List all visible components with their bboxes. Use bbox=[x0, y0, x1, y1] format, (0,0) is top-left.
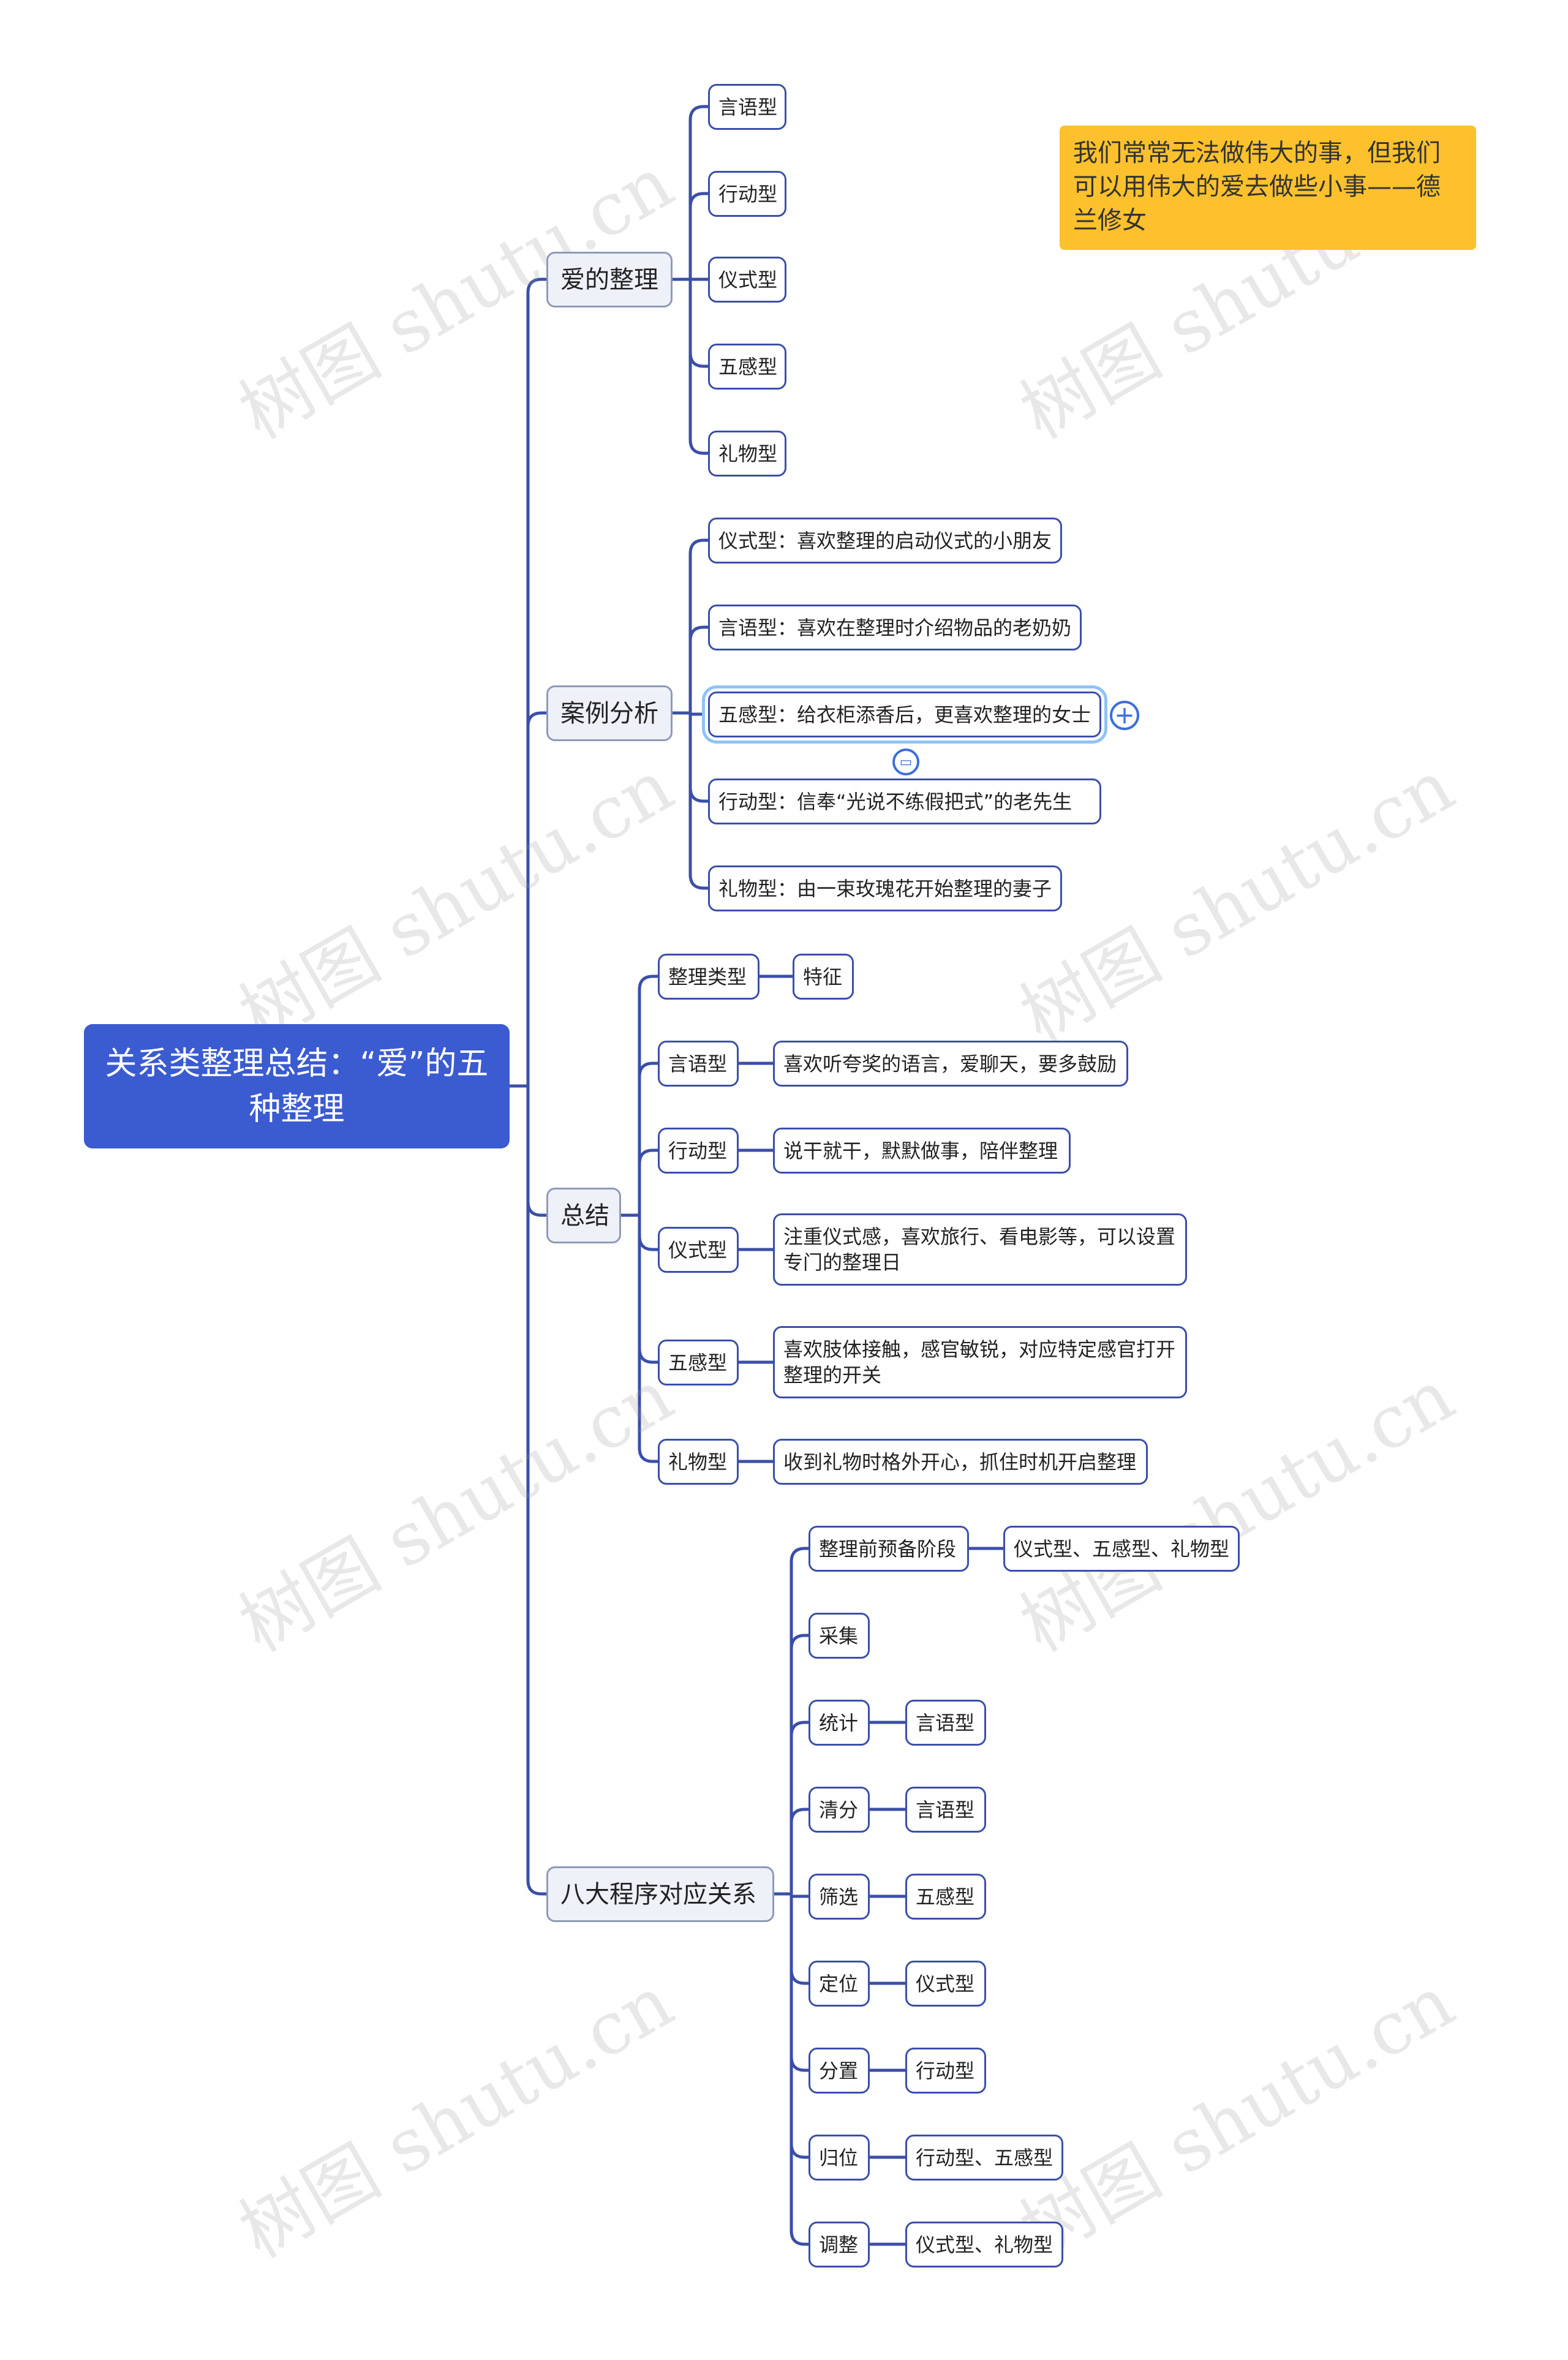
connector-line bbox=[526, 1201, 546, 1217]
procedure-type[interactable]: 仪式型、礼物型 bbox=[905, 2222, 1063, 2268]
procedure-type[interactable]: 言语型 bbox=[905, 1700, 986, 1746]
case-item-selected[interactable]: 五感型：给衣柜添香后，更喜欢整理的女士 bbox=[708, 692, 1101, 737]
root-topic[interactable]: 关系类整理总结：“爱”的五种整理 bbox=[84, 1024, 510, 1148]
summary-desc[interactable]: 喜欢听夸奖的语言，爱聊天，要多鼓励 bbox=[773, 1041, 1128, 1087]
collapse-toggle-icon[interactable]: ▭ bbox=[892, 748, 919, 775]
connector-line bbox=[638, 1148, 658, 1164]
connector-line bbox=[638, 1348, 658, 1364]
connector-line bbox=[790, 1547, 809, 1563]
branch-case-analysis[interactable]: 案例分析 bbox=[546, 685, 673, 741]
summary-type[interactable]: 言语型 bbox=[658, 1041, 739, 1087]
love-type-verbal[interactable]: 言语型 bbox=[708, 84, 786, 130]
love-type-senses[interactable]: 五感型 bbox=[708, 344, 786, 390]
branch-love-types[interactable]: 爱的整理 bbox=[546, 252, 673, 307]
summary-desc[interactable]: 注重仪式感，喜欢旅行、看电影等，可以设置专门的整理日 bbox=[773, 1213, 1187, 1286]
summary-desc[interactable]: 说干就干，默默做事，陪伴整理 bbox=[773, 1128, 1071, 1174]
summary-type[interactable]: 仪式型 bbox=[658, 1227, 739, 1273]
case-item[interactable]: 礼物型：由一束玫瑰花开始整理的妻子 bbox=[708, 865, 1062, 911]
connector-line bbox=[688, 352, 708, 368]
connector-line bbox=[526, 711, 546, 727]
add-topic-icon[interactable]: + bbox=[1110, 701, 1139, 730]
connector-line bbox=[688, 787, 708, 803]
summary-desc[interactable]: 特征 bbox=[793, 954, 854, 1000]
love-type-ritual[interactable]: 仪式型 bbox=[708, 257, 786, 303]
connector-line bbox=[790, 2056, 809, 2072]
procedure-type[interactable]: 仪式型 bbox=[905, 1961, 986, 2007]
procedure-step[interactable]: 统计 bbox=[809, 1700, 870, 1746]
connector-line bbox=[638, 1061, 658, 1077]
procedure-step[interactable]: 清分 bbox=[809, 1787, 870, 1833]
connector-line bbox=[790, 2143, 809, 2159]
connector-line bbox=[688, 625, 708, 641]
summary-desc[interactable]: 喜欢肢体接触，感官敏锐，对应特定感官打开整理的开关 bbox=[773, 1326, 1187, 1398]
case-item[interactable]: 言语型：喜欢在整理时介绍物品的老奶奶 bbox=[708, 605, 1082, 650]
connector-line bbox=[790, 1634, 809, 1649]
connector-line bbox=[688, 538, 708, 554]
connector-line bbox=[790, 1721, 809, 1736]
procedure-step[interactable]: 分置 bbox=[809, 2048, 870, 2094]
love-type-gift[interactable]: 礼物型 bbox=[708, 431, 786, 477]
case-item[interactable]: 行动型：信奉“光说不练假把式”的老先生 bbox=[708, 778, 1101, 824]
summary-desc[interactable]: 收到礼物时格外开心，抓住时机开启整理 bbox=[773, 1439, 1148, 1485]
summary-type[interactable]: 五感型 bbox=[658, 1340, 739, 1385]
procedure-step[interactable]: 整理前预备阶段 bbox=[809, 1526, 969, 1572]
procedure-step[interactable]: 定位 bbox=[809, 1961, 870, 2007]
procedure-step[interactable]: 采集 bbox=[809, 1613, 870, 1659]
connector-line bbox=[790, 1808, 809, 1823]
connector-line bbox=[526, 277, 546, 293]
connector-line bbox=[638, 1447, 658, 1463]
connector-line bbox=[688, 192, 708, 208]
connector-line bbox=[688, 874, 708, 890]
summary-type[interactable]: 礼物型 bbox=[658, 1439, 739, 1485]
connector-line bbox=[526, 1880, 546, 1896]
procedure-type[interactable]: 言语型 bbox=[905, 1787, 986, 1833]
connector-line bbox=[638, 1235, 658, 1251]
connector-line bbox=[688, 105, 708, 121]
branch-summary[interactable]: 总结 bbox=[546, 1188, 621, 1243]
procedure-type[interactable]: 行动型 bbox=[905, 2048, 986, 2094]
procedure-type[interactable]: 仪式型、五感型、礼物型 bbox=[1003, 1526, 1240, 1572]
procedure-type[interactable]: 行动型、五感型 bbox=[905, 2135, 1063, 2181]
connector-line bbox=[688, 439, 708, 455]
summary-type[interactable]: 整理类型 bbox=[658, 954, 760, 1000]
love-type-action[interactable]: 行动型 bbox=[708, 171, 786, 217]
procedure-type[interactable]: 五感型 bbox=[905, 1874, 986, 1920]
connector-line bbox=[790, 1969, 809, 1985]
quote-note[interactable]: 我们常常无法做伟大的事，但我们可以用伟大的爱去做些小事——德兰修女 bbox=[1060, 126, 1476, 250]
connector-line bbox=[638, 975, 658, 990]
summary-type[interactable]: 行动型 bbox=[658, 1128, 739, 1174]
procedure-step[interactable]: 归位 bbox=[809, 2135, 870, 2181]
procedure-step[interactable]: 筛选 bbox=[809, 1874, 870, 1920]
branch-eight-procedures[interactable]: 八大程序对应关系 bbox=[546, 1866, 774, 1922]
procedure-step[interactable]: 调整 bbox=[809, 2222, 870, 2268]
connector-line bbox=[790, 2230, 809, 2246]
case-item[interactable]: 仪式型：喜欢整理的启动仪式的小朋友 bbox=[708, 518, 1062, 564]
